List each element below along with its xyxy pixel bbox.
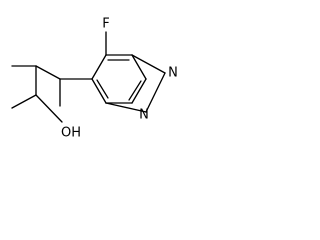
nitrogen-top-label: N: [168, 66, 178, 81]
pyrimidine-alcohol-structure: F N N OH: [11, 16, 180, 141]
ring-bond-top-to-bottom-nitrogen: [145, 72, 166, 113]
ring-bond-n1-c2: [131, 78, 147, 104]
alcohol-methyl-bond: [11, 94, 37, 109]
hydroxyl-label-background: [59, 125, 84, 140]
ring-double-bond-n1-c2-inner: [128, 80, 142, 101]
ring-bond-n3-c4: [91, 78, 107, 104]
ring-bond-bottom-nitrogen-to-carbon: [105, 102, 147, 113]
hydroxyl-label: OH: [61, 126, 81, 141]
nitrogen-top-label-background: [167, 65, 180, 80]
ring-double-bond-n3-c4-inner: [96, 79, 109, 99]
chemical-structure-canvas: F N N OH: [0, 0, 190, 155]
chain-bond-to-branch: [35, 65, 61, 80]
ring-bond-c4-c5: [91, 54, 107, 80]
hydroxyl-bond: [35, 94, 63, 123]
ring-bond-c6-n1: [131, 54, 147, 80]
fluorine-label: F: [102, 17, 109, 32]
ring-bond-to-top-nitrogen: [131, 54, 166, 74]
nitrogen-bottom-label: N: [139, 108, 149, 123]
fluorine-label-background: [100, 16, 113, 31]
